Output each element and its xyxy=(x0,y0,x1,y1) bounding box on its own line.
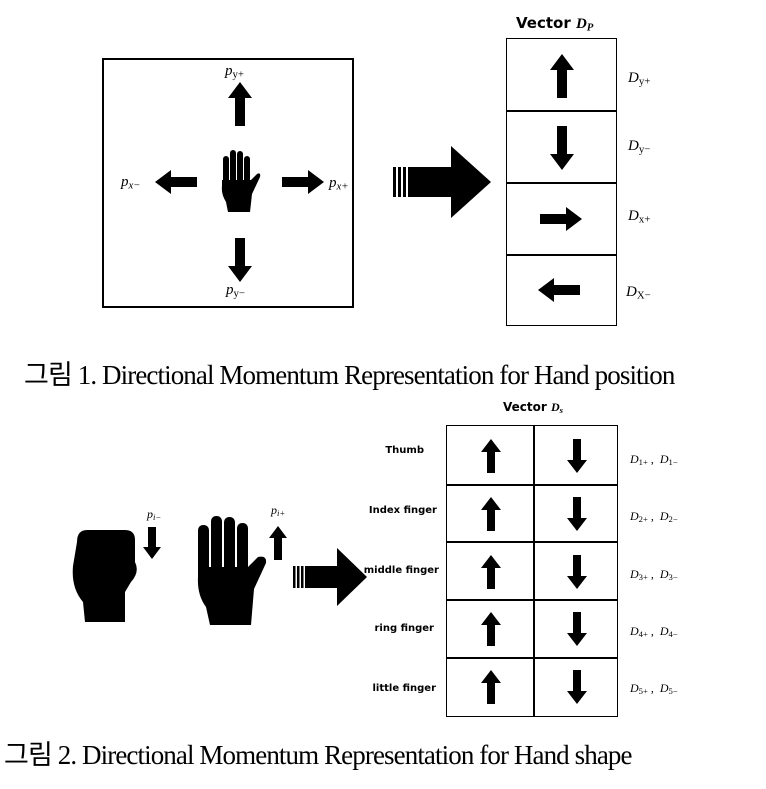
open-hand-icon xyxy=(197,516,267,625)
vector-ds-grid xyxy=(446,425,618,717)
vector-dp-cell-up xyxy=(506,38,617,112)
up-arrow-icon xyxy=(481,670,501,704)
grid-row-divider xyxy=(446,541,618,543)
up-arrow-icon xyxy=(269,526,287,560)
label-px-minus: px− xyxy=(121,174,141,192)
vector-dp-cell-down xyxy=(506,110,617,184)
up-arrow-icon xyxy=(481,497,501,531)
down-arrow-icon xyxy=(567,670,587,704)
left-arrow-icon xyxy=(538,278,580,302)
label-dy-plus: Dy+ xyxy=(628,70,651,88)
up-arrow-icon xyxy=(228,82,252,126)
right-arrow-icon xyxy=(540,207,582,231)
up-arrow-icon xyxy=(550,54,574,98)
down-arrow-icon xyxy=(567,439,587,473)
label-py-plus: py+ xyxy=(225,63,244,81)
open-hand-icon xyxy=(221,150,261,212)
down-arrow-icon xyxy=(567,555,587,589)
label-dx-minus: DX− xyxy=(626,284,651,302)
grid-col-divider xyxy=(533,425,535,717)
label-pi-minus: pi− xyxy=(147,507,162,523)
finger-label-middle: middle finger xyxy=(363,565,439,576)
hand-position-box xyxy=(102,58,354,308)
down-arrow-icon xyxy=(567,612,587,646)
finger-label-thumb: Thumb xyxy=(385,445,424,456)
label-d1: D1+ , D1− xyxy=(630,452,678,468)
label-d5: D5+ , D5− xyxy=(630,681,678,697)
big-right-arrow-icon xyxy=(393,146,491,218)
finger-label-little: little finger xyxy=(372,683,436,694)
big-right-arrow-icon xyxy=(293,548,367,606)
up-arrow-icon xyxy=(481,439,501,473)
up-arrow-icon xyxy=(481,612,501,646)
finger-label-index: Index finger xyxy=(368,505,437,516)
vector-dp-cell-right xyxy=(506,182,617,256)
vector-dp-title: Vector DP xyxy=(516,14,594,34)
figure1-caption: 그림 1. Directional Momentum Representatio… xyxy=(24,360,675,390)
left-arrow-icon xyxy=(155,170,197,194)
label-d2: D2+ , D2− xyxy=(630,509,678,525)
up-arrow-icon xyxy=(481,555,501,589)
vector-dp-cell-left xyxy=(506,254,617,326)
grid-row-divider xyxy=(446,599,618,601)
label-pi-plus: pi+ xyxy=(271,503,286,519)
down-arrow-icon xyxy=(143,527,161,559)
label-d3: D3+ , D3− xyxy=(630,567,678,583)
down-arrow-icon xyxy=(567,497,587,531)
label-d4: D4+ , D4− xyxy=(630,624,678,640)
down-arrow-icon xyxy=(228,238,252,282)
grid-row-divider xyxy=(446,657,618,659)
fist-icon xyxy=(72,530,137,622)
finger-label-ring: ring finger xyxy=(374,623,434,634)
label-py-minus: py− xyxy=(226,282,245,300)
label-dx-plus: Dx+ xyxy=(628,208,651,226)
vector-ds-title: Vector Ds xyxy=(503,400,563,416)
down-arrow-icon xyxy=(550,126,574,170)
grid-row-divider xyxy=(446,484,618,486)
figure2-caption: 그림 2. Directional Momentum Representatio… xyxy=(4,740,633,770)
label-px-plus: px+ xyxy=(329,175,349,193)
right-arrow-icon xyxy=(282,170,324,194)
label-dy-minus: Dy− xyxy=(628,138,651,156)
